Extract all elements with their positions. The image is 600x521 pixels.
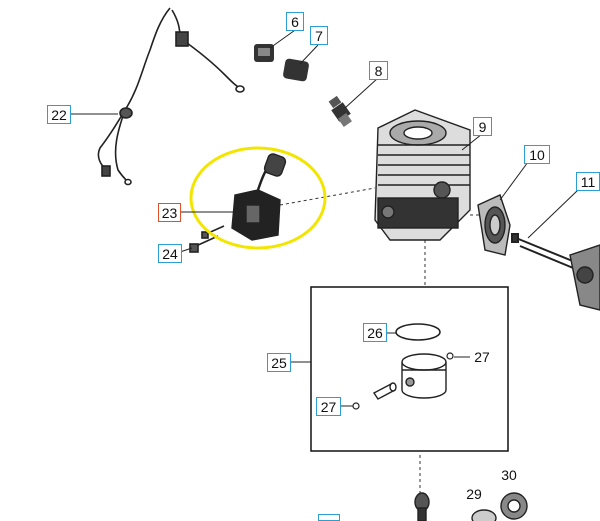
callout-27-right[interactable]: 27 [474,349,490,365]
callout-partial-bottom[interactable] [318,514,340,521]
long-bolts-part [511,233,579,271]
callout-6[interactable]: 6 [286,12,304,31]
callout-22[interactable]: 22 [47,105,71,124]
piston-part [401,353,447,399]
spark-plug-part [328,95,352,127]
callout-11[interactable]: 11 [576,172,600,191]
part-6-block [254,44,274,62]
cylinder-part [374,109,471,241]
wire-harness-part [97,7,245,186]
bottom-bearing-part [414,492,430,521]
callout-9[interactable]: 9 [473,117,492,136]
alignment-lines [279,187,480,500]
piston-kit-box [310,286,509,452]
callout-7[interactable]: 7 [310,26,328,45]
part-29-washer [471,509,497,521]
callout-23-selected[interactable]: 23 [158,203,181,222]
selection-highlight-ellipse [189,146,327,250]
piston-ring-part [395,323,441,341]
ignition-coil-part [231,153,287,241]
callout-29[interactable]: 29 [466,486,482,502]
callout-26[interactable]: 26 [363,323,387,342]
callout-27-left[interactable]: 27 [316,397,341,416]
callout-10[interactable]: 10 [524,145,550,164]
intake-flange-part [477,194,511,256]
leader-lines [70,27,579,407]
callout-8[interactable]: 8 [369,61,388,80]
wrist-pin-part [372,382,397,400]
callout-24[interactable]: 24 [158,244,182,263]
part-7-block [283,58,309,82]
part-30-seal [500,492,528,520]
callout-25[interactable]: 25 [267,353,291,372]
callout-30[interactable]: 30 [501,467,517,483]
carburetor-edge-part [569,244,600,311]
